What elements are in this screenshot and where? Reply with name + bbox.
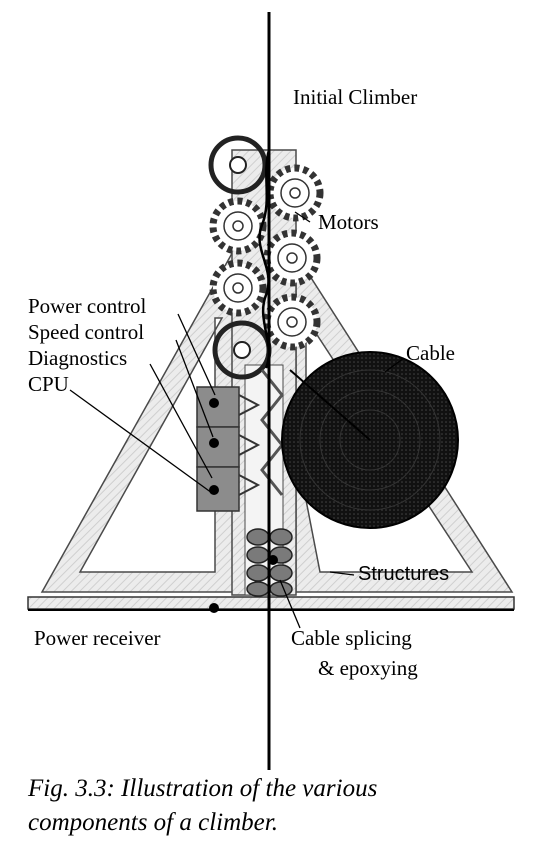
label-cable: Cable [406,341,455,365]
speed-control-box [196,426,240,468]
motor-5 [263,293,321,351]
label-power-receiver: Power receiver [34,626,161,650]
label-epoxying: & epoxying [318,656,418,680]
motor-2 [209,197,267,255]
label-speed-control: Speed control [28,320,144,344]
label-diagnostics: Diagnostics [28,346,127,370]
motor-3 [263,229,321,287]
motor-4 [209,259,267,317]
label-cable-splicing: Cable splicing [291,626,412,650]
cable-path [258,149,271,369]
label-initial-climber: Initial Climber [293,85,417,109]
control-boxes [196,386,261,512]
cable-spool [281,351,459,529]
motor-1 [266,164,324,222]
motors [209,164,324,351]
cable-guide [260,369,284,496]
power-control-box [196,386,240,428]
leader-lines [69,211,405,629]
label-power-control: Power control [28,294,147,318]
caption-line-2: components of a climber. [28,809,278,836]
label-structures: Structures [358,563,449,585]
caption-line-1: Fig. 3.3: Illustration of the various [28,775,378,802]
figure-caption: Fig. 3.3: Illustration of the various co… [28,772,528,840]
label-motors: Motors [318,210,379,234]
label-cpu: CPU [28,372,69,396]
